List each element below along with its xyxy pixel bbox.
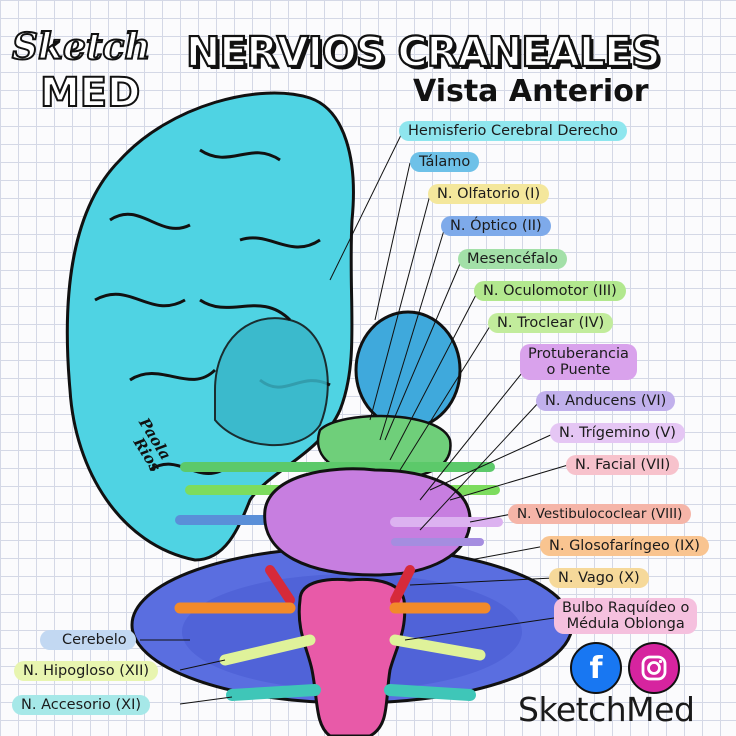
instagram-glyph <box>641 655 667 681</box>
label-bulbo-line-2: Médula Oblonga <box>566 616 685 632</box>
optic-lobe-shape <box>354 310 462 430</box>
label-mesencefalo: Mesencéfalo <box>458 249 567 269</box>
label-hipogloso: N. Hipogloso (XII) <box>14 661 159 681</box>
label-olfatorio: N. Olfatorio (I) <box>428 184 550 204</box>
label-abducens: N. Anducens (VI) <box>536 391 676 411</box>
label-bulbo-line-1: Bulbo Raquídeo o <box>562 600 690 616</box>
label-vestibulococlear: N. Vestibulococlear (VIII) <box>508 504 692 524</box>
label-talamo: Tálamo <box>410 152 480 172</box>
page-title: NERVIOS CRANEALES <box>185 27 662 77</box>
label-trigemino: N. Trígemino (V) <box>550 423 685 443</box>
label-facial: N. Facial (VII) <box>566 455 680 475</box>
facebook-icon[interactable]: f <box>570 642 622 694</box>
logo-med: MED <box>39 69 141 117</box>
thalamus-shape <box>214 317 329 446</box>
label-protuberancia: Protuberancia o Puente <box>520 344 637 380</box>
label-bulbo: Bulbo Raquídeo o Médula Oblonga <box>554 598 698 634</box>
label-protuberancia-line-1: Protuberancia <box>528 346 629 362</box>
brand-name: SketchMed <box>518 690 695 729</box>
label-troclear: N. Troclear (IV) <box>488 313 614 333</box>
label-glosofaringeo: N. Glosofaríngeo (IX) <box>540 536 709 556</box>
logo-sketch: Sketch <box>11 25 152 69</box>
medulla-shape <box>297 577 407 736</box>
label-cerebelo: Cerebelo <box>40 630 136 650</box>
page-subtitle: Vista Anterior <box>413 74 649 109</box>
label-protuberancia-line-2: o Puente <box>546 362 611 378</box>
label-hemisferio: Hemisferio Cerebral Derecho <box>399 121 628 141</box>
instagram-icon[interactable] <box>628 642 680 694</box>
label-vago: N. Vago (X) <box>549 568 649 588</box>
label-accesorio: N. Accesorio (XI) <box>12 695 151 715</box>
label-oculomotor: N. Oculomotor (III) <box>474 281 626 301</box>
label-optico: N. Óptico (II) <box>441 216 551 236</box>
